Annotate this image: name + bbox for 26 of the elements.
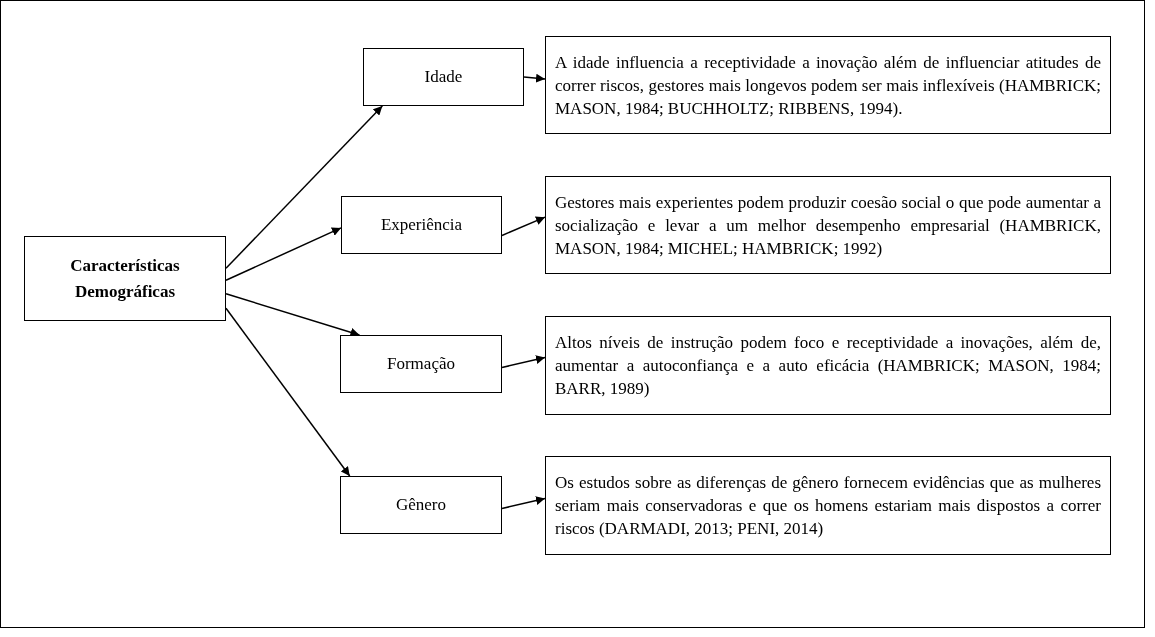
box-text: Gestores mais experientes podem produzir coesão social o que pode aumentar a socialização e levar a um melhor desempenho empresarial (HAMBRICK, MASON, 1984; MICHEL; HAMBRICK; 1992) xyxy=(555,191,1101,260)
box-text: Altos níveis de instrução podem foco e receptividade a inovações, além de, aumentar a autoconfiança e a auto eficácia (HAMBRICK; MASON, 1984; BARR, 1989) xyxy=(555,332,1101,400)
attribute-box xyxy=(363,48,524,106)
box-text: Gênero xyxy=(396,494,446,516)
arrow xyxy=(225,293,361,337)
box-text: A idade influencia a receptividade a inovação além de influenciar atitudes de correr riscos, gestores mais longevos podem ser mais inflexíveis (HAMBRICK; MASON, 1984; BUCHHOLTZ; RIBBENS, 1994). xyxy=(555,51,1101,120)
attribute-box xyxy=(340,335,502,393)
box-text: Os estudos sobre as diferenças de gênero fornecem evidências que as mulheres seriam mais conservadoras e que os homens estariam mais dispostos a correr riscos (DARMADI, 2013; PENI, 2014) xyxy=(555,472,1101,540)
box-text: Idade xyxy=(424,66,463,88)
attribute-box xyxy=(341,196,502,254)
arrow xyxy=(225,227,342,281)
category-box xyxy=(24,236,226,321)
description-box xyxy=(545,176,1111,274)
attribute-box xyxy=(340,476,502,534)
box-text: Formação xyxy=(387,353,455,375)
arrow xyxy=(523,73,546,83)
arrow xyxy=(225,307,351,477)
description-box xyxy=(545,36,1111,134)
arrow xyxy=(501,216,546,237)
box-text: Características Demográficas xyxy=(69,254,181,303)
description-box xyxy=(545,456,1111,555)
box-text: Experiência xyxy=(380,214,463,236)
description-box xyxy=(545,316,1111,415)
arrow xyxy=(225,105,384,270)
arrow xyxy=(501,496,546,510)
arrow xyxy=(501,355,546,369)
